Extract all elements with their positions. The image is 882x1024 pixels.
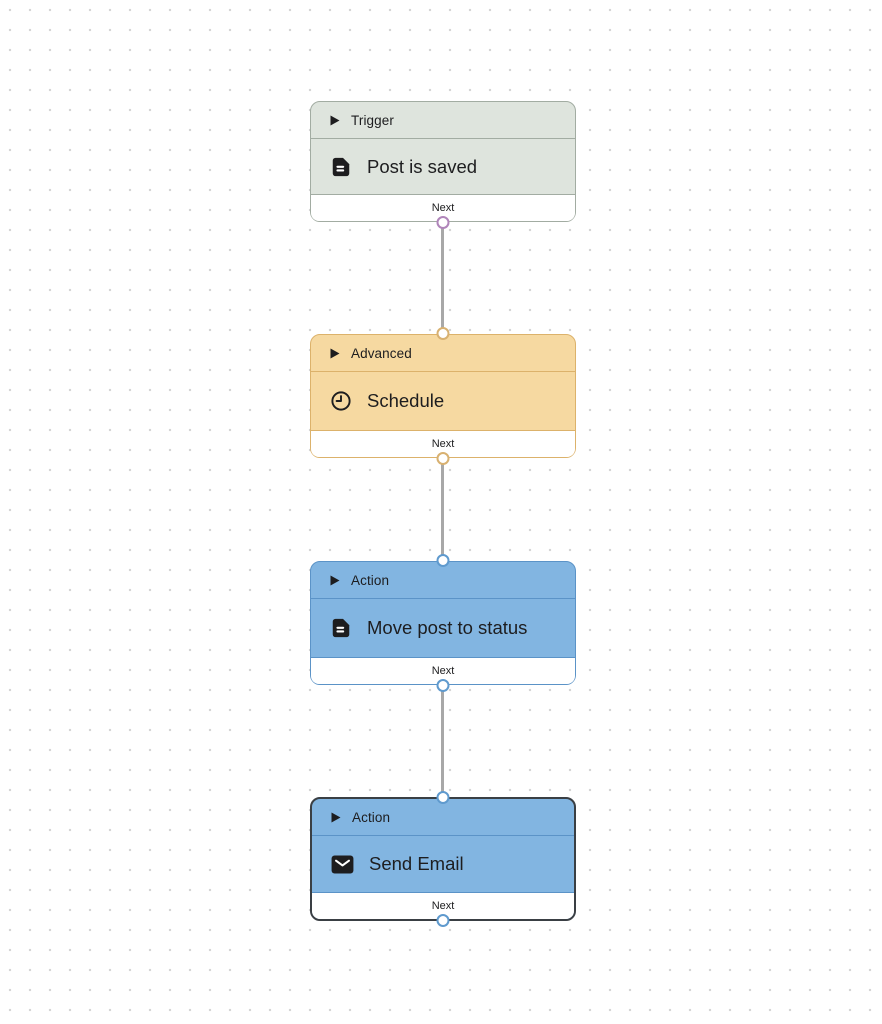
document-icon <box>330 617 352 639</box>
node-type-label: Action <box>352 809 391 825</box>
input-handle[interactable] <box>436 554 450 567</box>
node-header[interactable]: Action <box>312 799 574 836</box>
node-title: Post is saved <box>367 155 478 177</box>
output-handle[interactable] <box>436 452 450 465</box>
next-label: Next <box>431 900 455 912</box>
output-handle[interactable] <box>436 679 450 692</box>
output-handle[interactable] <box>436 914 450 927</box>
node-body[interactable]: Schedule <box>311 372 575 430</box>
node-title: Send Email <box>369 853 464 874</box>
node-type-label: Advanced <box>351 345 412 361</box>
workflow-node-action-move-post[interactable]: Action Move post to status Next <box>310 554 576 692</box>
envelope-icon <box>331 854 354 874</box>
node-header[interactable]: Action <box>311 562 575 599</box>
edge-connector[interactable] <box>441 456 444 562</box>
play-icon <box>331 812 341 823</box>
node-title: Schedule <box>367 390 445 411</box>
next-label: Next <box>431 438 455 450</box>
node-body[interactable]: Send Email <box>312 836 574 892</box>
edge-connector[interactable] <box>441 221 444 335</box>
play-icon <box>330 575 340 586</box>
workflow-node-trigger[interactable]: Trigger Post is saved Next <box>310 101 576 229</box>
clock-icon <box>330 390 352 412</box>
document-icon <box>330 156 352 178</box>
play-icon <box>330 348 340 359</box>
node-body[interactable]: Move post to status <box>311 599 575 657</box>
node-title: Move post to status <box>367 617 528 638</box>
node-type-label: Action <box>351 572 390 588</box>
next-label: Next <box>431 202 455 214</box>
input-handle[interactable] <box>436 327 450 340</box>
output-handle[interactable] <box>436 216 450 229</box>
next-label: Next <box>431 665 455 677</box>
node-body[interactable]: Post is saved <box>311 139 575 194</box>
play-icon <box>330 115 340 126</box>
workflow-node-action-send-email[interactable]: Action Send Email Next <box>310 791 576 927</box>
input-handle[interactable] <box>436 791 450 804</box>
node-type-label: Trigger <box>351 112 394 128</box>
edge-connector[interactable] <box>441 683 444 798</box>
workflow-node-advanced[interactable]: Advanced Schedule Next <box>310 327 576 465</box>
node-header[interactable]: Advanced <box>311 335 575 372</box>
node-footer: Next <box>312 892 574 919</box>
node-header[interactable]: Trigger <box>311 102 575 139</box>
